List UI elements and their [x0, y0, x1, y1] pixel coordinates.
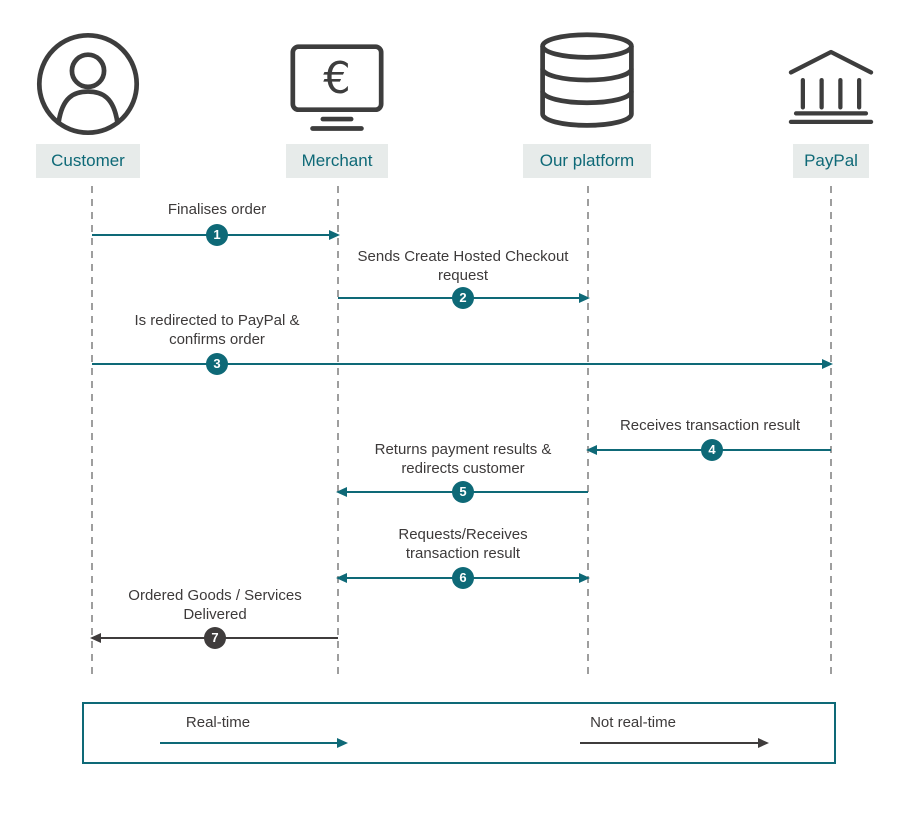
arrowhead-left-icon: [90, 633, 101, 643]
arrowhead-right-icon: [329, 230, 340, 240]
arrowhead-right-icon: [337, 738, 348, 748]
message-label: Returns payment results & redirects cust…: [374, 441, 552, 477]
legend-not-real-time-arrow: [580, 738, 769, 748]
bank-icon: [788, 49, 874, 125]
step-badge: 5: [452, 481, 474, 503]
euro-symbol: €: [323, 54, 351, 104]
step-badge: 4: [701, 439, 723, 461]
legend: Real-time Not real-time: [82, 702, 836, 764]
arrowhead-left-icon: [336, 487, 347, 497]
legend-real-time-label: Real-time: [185, 714, 251, 731]
actor-label-our-platform: Our platform: [523, 144, 651, 178]
actor-label-paypal: PayPal: [793, 144, 869, 178]
step-badge: 1: [206, 224, 228, 246]
message-label: Receives transaction result: [619, 417, 801, 434]
step-badge: 3: [206, 353, 228, 375]
arrowhead-right-icon: [758, 738, 769, 748]
database-icon: [540, 32, 634, 128]
actor-label-merchant: Merchant: [286, 144, 388, 178]
person-icon: [36, 32, 140, 136]
actor-label-customer: Customer: [36, 144, 140, 178]
step-badge: 6: [452, 567, 474, 589]
message-label: Requests/Receives transaction result: [398, 526, 528, 562]
lifeline-our-platform: [587, 186, 589, 680]
step-badge: 7: [204, 627, 226, 649]
arrowhead-left-icon: [336, 573, 347, 583]
lifeline-paypal: [830, 186, 832, 680]
lifeline-merchant: [337, 186, 339, 680]
monitor-euro-icon: €: [290, 44, 384, 131]
arrowhead-right-icon: [579, 573, 590, 583]
arrowhead-right-icon: [822, 359, 833, 369]
lifeline-customer: [91, 186, 93, 680]
legend-real-time-arrow: [160, 738, 348, 748]
message-label: Finalises order: [167, 201, 267, 218]
message-arrow: [92, 359, 833, 369]
arrowhead-right-icon: [579, 293, 590, 303]
arrowhead-left-icon: [586, 445, 597, 455]
message-label: Is redirected to PayPal & confirms order: [134, 312, 300, 348]
message-label: Sends Create Hosted Checkout request: [357, 248, 569, 284]
message-label: Ordered Goods / Services Delivered: [128, 587, 302, 623]
legend-not-real-time-label: Not real-time: [590, 714, 676, 731]
step-badge: 2: [452, 287, 474, 309]
